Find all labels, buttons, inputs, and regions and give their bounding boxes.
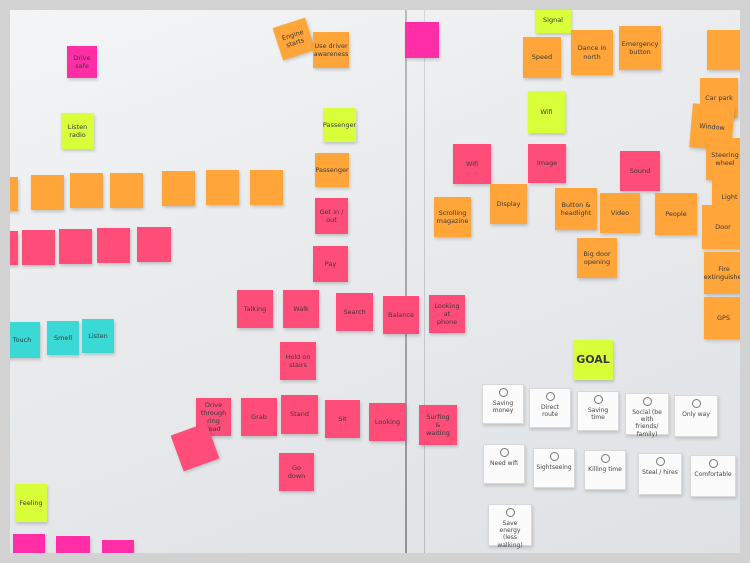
card-comfortable: Comfortable	[690, 455, 736, 497]
note-orange-5	[206, 170, 239, 205]
note-search: Search	[336, 293, 373, 331]
note-pink-3	[97, 228, 130, 263]
note-door: Door	[702, 205, 740, 249]
card-steal-hires: Steal / hires	[638, 453, 682, 495]
note-orange-right-edge	[707, 30, 740, 70]
note-hold-on-stairs: Hold on stairs	[280, 342, 316, 380]
card-killing-time: Killing time	[584, 450, 626, 490]
note-pink-edge	[10, 231, 18, 265]
note-emergency-button: Emergency button	[619, 26, 661, 70]
note-magenta-bottom-1	[13, 534, 45, 553]
note-gps: GPS	[704, 297, 740, 339]
card-social: Social (be with friends/ family)	[625, 393, 669, 438]
note-go-down: Go down	[279, 453, 314, 491]
note-looking-at-phone: Looking at phone	[429, 295, 465, 333]
note-drive-safe: Drive safe	[67, 46, 97, 78]
note-listen: Listen	[82, 319, 114, 353]
note-surfing-and-waiting: Surfing & waiting	[419, 405, 457, 445]
note-scrolling-magazine: Scrolling magazine	[434, 197, 471, 237]
note-magenta-bottom-3	[102, 540, 134, 553]
circle-icon	[691, 399, 701, 408]
note-passenger: Passenger	[315, 153, 349, 187]
circle-icon	[499, 448, 509, 457]
note-use-driver-awareness: Use driver awareness	[313, 32, 349, 68]
circle-icon	[593, 395, 603, 404]
note-passenger-lime: Passenger	[323, 108, 356, 142]
note-touch: Touch	[10, 322, 40, 358]
circle-icon	[549, 452, 559, 461]
note-steering-wheel: Steering wheel	[706, 138, 740, 180]
circle-icon	[545, 392, 555, 401]
circle-icon	[708, 459, 718, 468]
note-orange-6	[250, 170, 283, 205]
note-sound: Sound	[620, 151, 660, 191]
card-saving-money: Saving money	[482, 384, 524, 424]
circle-icon	[600, 454, 610, 463]
card-only-way: Only way	[674, 395, 718, 437]
card-direct-route: Direct route	[529, 388, 571, 428]
note-walk: Walk	[283, 290, 319, 328]
card-sightseeing: Sightseeing	[533, 448, 575, 488]
note-orange-edge	[10, 177, 18, 211]
circle-icon	[642, 397, 652, 406]
note-talking: Talking	[237, 290, 273, 328]
note-pay: Pay	[313, 246, 348, 282]
note-orange-3	[110, 173, 143, 208]
note-magenta-bottom-2	[56, 536, 90, 553]
note-smell: Smell	[47, 321, 79, 355]
note-speed: Speed	[523, 37, 561, 78]
whiteboard-seam-shadow	[424, 10, 425, 553]
note-button-and-headlight: Button & headlight	[555, 188, 597, 230]
note-wifi: Wifi	[528, 91, 565, 133]
card-saving-time: Saving time	[577, 391, 619, 431]
note-listen-radio: Listen radio	[61, 113, 94, 149]
note-magenta-top	[405, 22, 439, 58]
note-display: Display	[490, 184, 527, 224]
whiteboard: Drive safe Engine starts Use driver awar…	[10, 10, 740, 553]
note-dance-in-north: Dance in north	[571, 30, 613, 75]
note-signal: Signal	[535, 10, 571, 33]
note-pink-4	[137, 227, 171, 262]
whiteboard-seam	[405, 10, 407, 553]
note-wifi-pink: Wifi	[453, 144, 491, 184]
note-orange-2	[70, 173, 103, 208]
note-orange-1	[31, 175, 64, 210]
note-goal: GOAL	[573, 340, 613, 380]
card-save-energy: Save energy (less walking)	[488, 504, 532, 549]
note-pink-1	[22, 230, 55, 265]
note-video: Video	[600, 193, 640, 233]
note-balance: Balance	[383, 296, 419, 334]
note-orange-4	[162, 171, 195, 206]
note-looking: Looking	[369, 403, 406, 441]
note-big-door-opening: Big door opening	[577, 238, 617, 278]
note-image: Image	[528, 144, 566, 183]
note-stand: Stand	[281, 395, 318, 434]
note-get-in-out: Get in / out	[315, 198, 348, 234]
card-need-wifi: Need wifi	[483, 444, 525, 484]
note-people: People	[655, 193, 697, 235]
circle-icon	[498, 388, 508, 397]
note-grab: Grab	[241, 398, 277, 436]
note-pink-2	[59, 229, 92, 264]
note-feeling: Feeling	[15, 484, 47, 522]
note-fire-extinguisher: Fire extinguisher	[704, 252, 740, 294]
note-engine-start: Engine starts	[272, 17, 316, 61]
note-sit: Sit	[325, 400, 360, 438]
circle-icon	[505, 508, 515, 517]
circle-icon	[655, 457, 665, 466]
